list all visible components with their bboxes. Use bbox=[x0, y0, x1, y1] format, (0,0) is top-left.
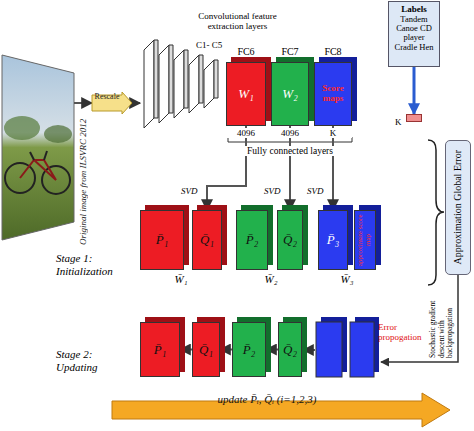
fc-layer: FC8Score maps bbox=[314, 62, 352, 126]
bike-handle bbox=[44, 151, 47, 160]
update-arrow: update P̄ᵢ, Q̄ᵢ (i=1,2,3) bbox=[112, 393, 450, 427]
label-text: Stage 2: Updating bbox=[56, 348, 136, 374]
node-text: P̄₁ bbox=[156, 232, 168, 248]
node-text: Tandem Canoe CD player Cradle Hen bbox=[391, 15, 437, 52]
fc-layer: FC7W₂ bbox=[271, 62, 309, 126]
connector bbox=[180, 349, 192, 351]
stage2-blue-blocks bbox=[316, 317, 379, 377]
outline-shape bbox=[92, 92, 132, 114]
conv-slab bbox=[214, 60, 218, 98]
label-text: Stage 1: Initialization bbox=[56, 252, 136, 278]
conv-stack: Convolutional feature extraction layersC… bbox=[140, 38, 224, 130]
node-text: W₁ bbox=[238, 86, 253, 102]
connector bbox=[413, 67, 416, 114]
factor-block: P̄₁ bbox=[140, 210, 184, 270]
node-text: P̄₃ bbox=[327, 232, 339, 248]
node-text: Original image from ILSVRC 2012 bbox=[78, 117, 88, 245]
k-block: K bbox=[406, 114, 422, 122]
label-text: W̄₁ bbox=[166, 273, 196, 285]
node-text: K bbox=[395, 117, 402, 127]
conv-slab bbox=[169, 45, 173, 113]
label-text: Fully connected layers bbox=[232, 146, 348, 156]
factor-block: P̄₂ bbox=[232, 322, 266, 377]
connector bbox=[289, 126, 291, 210]
node-text: Q̄₂ bbox=[283, 232, 297, 248]
propagation-arrow bbox=[303, 349, 315, 351]
block-face bbox=[350, 322, 374, 377]
factor-block: P̄₃ bbox=[318, 210, 348, 270]
outline-shape bbox=[112, 393, 450, 427]
labels-box: LabelsTandem Canoe CD player Cradle Hen bbox=[388, 1, 440, 67]
fc-layer: FC6W₁ bbox=[226, 62, 266, 126]
edge-label: SVD bbox=[307, 186, 324, 196]
bike-seat bbox=[30, 152, 34, 160]
node-text: Rescale bbox=[92, 92, 122, 101]
edge-label: SVD bbox=[181, 186, 198, 196]
connector bbox=[220, 349, 232, 351]
node-text: P̄₁ bbox=[154, 342, 166, 358]
score-block: approximate score map bbox=[354, 210, 376, 270]
node-text: FC8 bbox=[315, 46, 351, 57]
conv-slab bbox=[184, 50, 188, 108]
node-text: Q̄₂ bbox=[283, 342, 297, 358]
node-text: update P̄ᵢ, Q̄ᵢ (i=1,2,3) bbox=[112, 393, 422, 405]
rescale-arrow: Rescale bbox=[92, 92, 132, 114]
photo-node: Original image from ILSVRC 2012 bbox=[2, 55, 74, 240]
label-text: Error propogation bbox=[378, 322, 432, 343]
node-text: Approximation Global Error bbox=[452, 150, 464, 264]
label-text: 4096 bbox=[226, 128, 266, 138]
node-text: FC6 bbox=[227, 46, 265, 57]
conv-slab bbox=[154, 40, 158, 118]
feedback-line bbox=[381, 275, 458, 362]
edge-label: SVD bbox=[264, 186, 281, 196]
photo bbox=[2, 55, 74, 240]
factor-block: P̄₁ bbox=[140, 322, 180, 377]
factor-block: Q̄₂ bbox=[278, 322, 302, 377]
factor-block: Q̄₁ bbox=[192, 322, 220, 377]
bike-frame bbox=[20, 160, 56, 180]
node-text: approximate score map bbox=[357, 211, 372, 269]
photo-frame bbox=[2, 55, 74, 240]
block-face bbox=[316, 322, 342, 377]
label-text: K bbox=[314, 128, 352, 138]
tree bbox=[44, 125, 72, 143]
node-text: Q̄₁ bbox=[200, 232, 214, 248]
connector bbox=[74, 102, 92, 104]
label-text: W̄₃ bbox=[332, 273, 362, 285]
conv-slab bbox=[174, 50, 184, 118]
factor-block: P̄₂ bbox=[236, 210, 268, 270]
node-text: Convolutional feature extraction layers bbox=[185, 11, 290, 32]
node-text: Score maps bbox=[315, 84, 351, 104]
brace bbox=[428, 140, 444, 285]
label-text: 4096 bbox=[271, 128, 309, 138]
label-text: W̄₂ bbox=[256, 273, 286, 285]
node-text: Labels bbox=[391, 4, 437, 15]
conv-slab bbox=[204, 60, 214, 108]
node-text: P̄₂ bbox=[243, 342, 255, 358]
connector bbox=[332, 126, 334, 210]
connector bbox=[207, 126, 246, 210]
node-text: FC7 bbox=[272, 46, 308, 57]
conv-slab bbox=[189, 55, 199, 113]
node-text: C1- C5 bbox=[196, 40, 226, 50]
connector bbox=[266, 349, 278, 351]
conv-slab bbox=[159, 45, 169, 123]
conv-slab bbox=[199, 55, 203, 103]
node-text: W₂ bbox=[282, 86, 297, 102]
conv-layers bbox=[144, 40, 218, 128]
label-text: Stochastic gradient descent with backpro… bbox=[429, 288, 455, 358]
factor-block: Q̄₂ bbox=[277, 210, 303, 270]
conv-slab bbox=[144, 40, 154, 128]
error-box: Approximation Global Error bbox=[445, 140, 471, 275]
connector bbox=[132, 102, 140, 104]
node-text: Q̄₁ bbox=[199, 342, 213, 358]
node-text: P̄₂ bbox=[246, 232, 258, 248]
tree bbox=[4, 116, 40, 140]
factor-block: Q̄₁ bbox=[192, 210, 222, 270]
